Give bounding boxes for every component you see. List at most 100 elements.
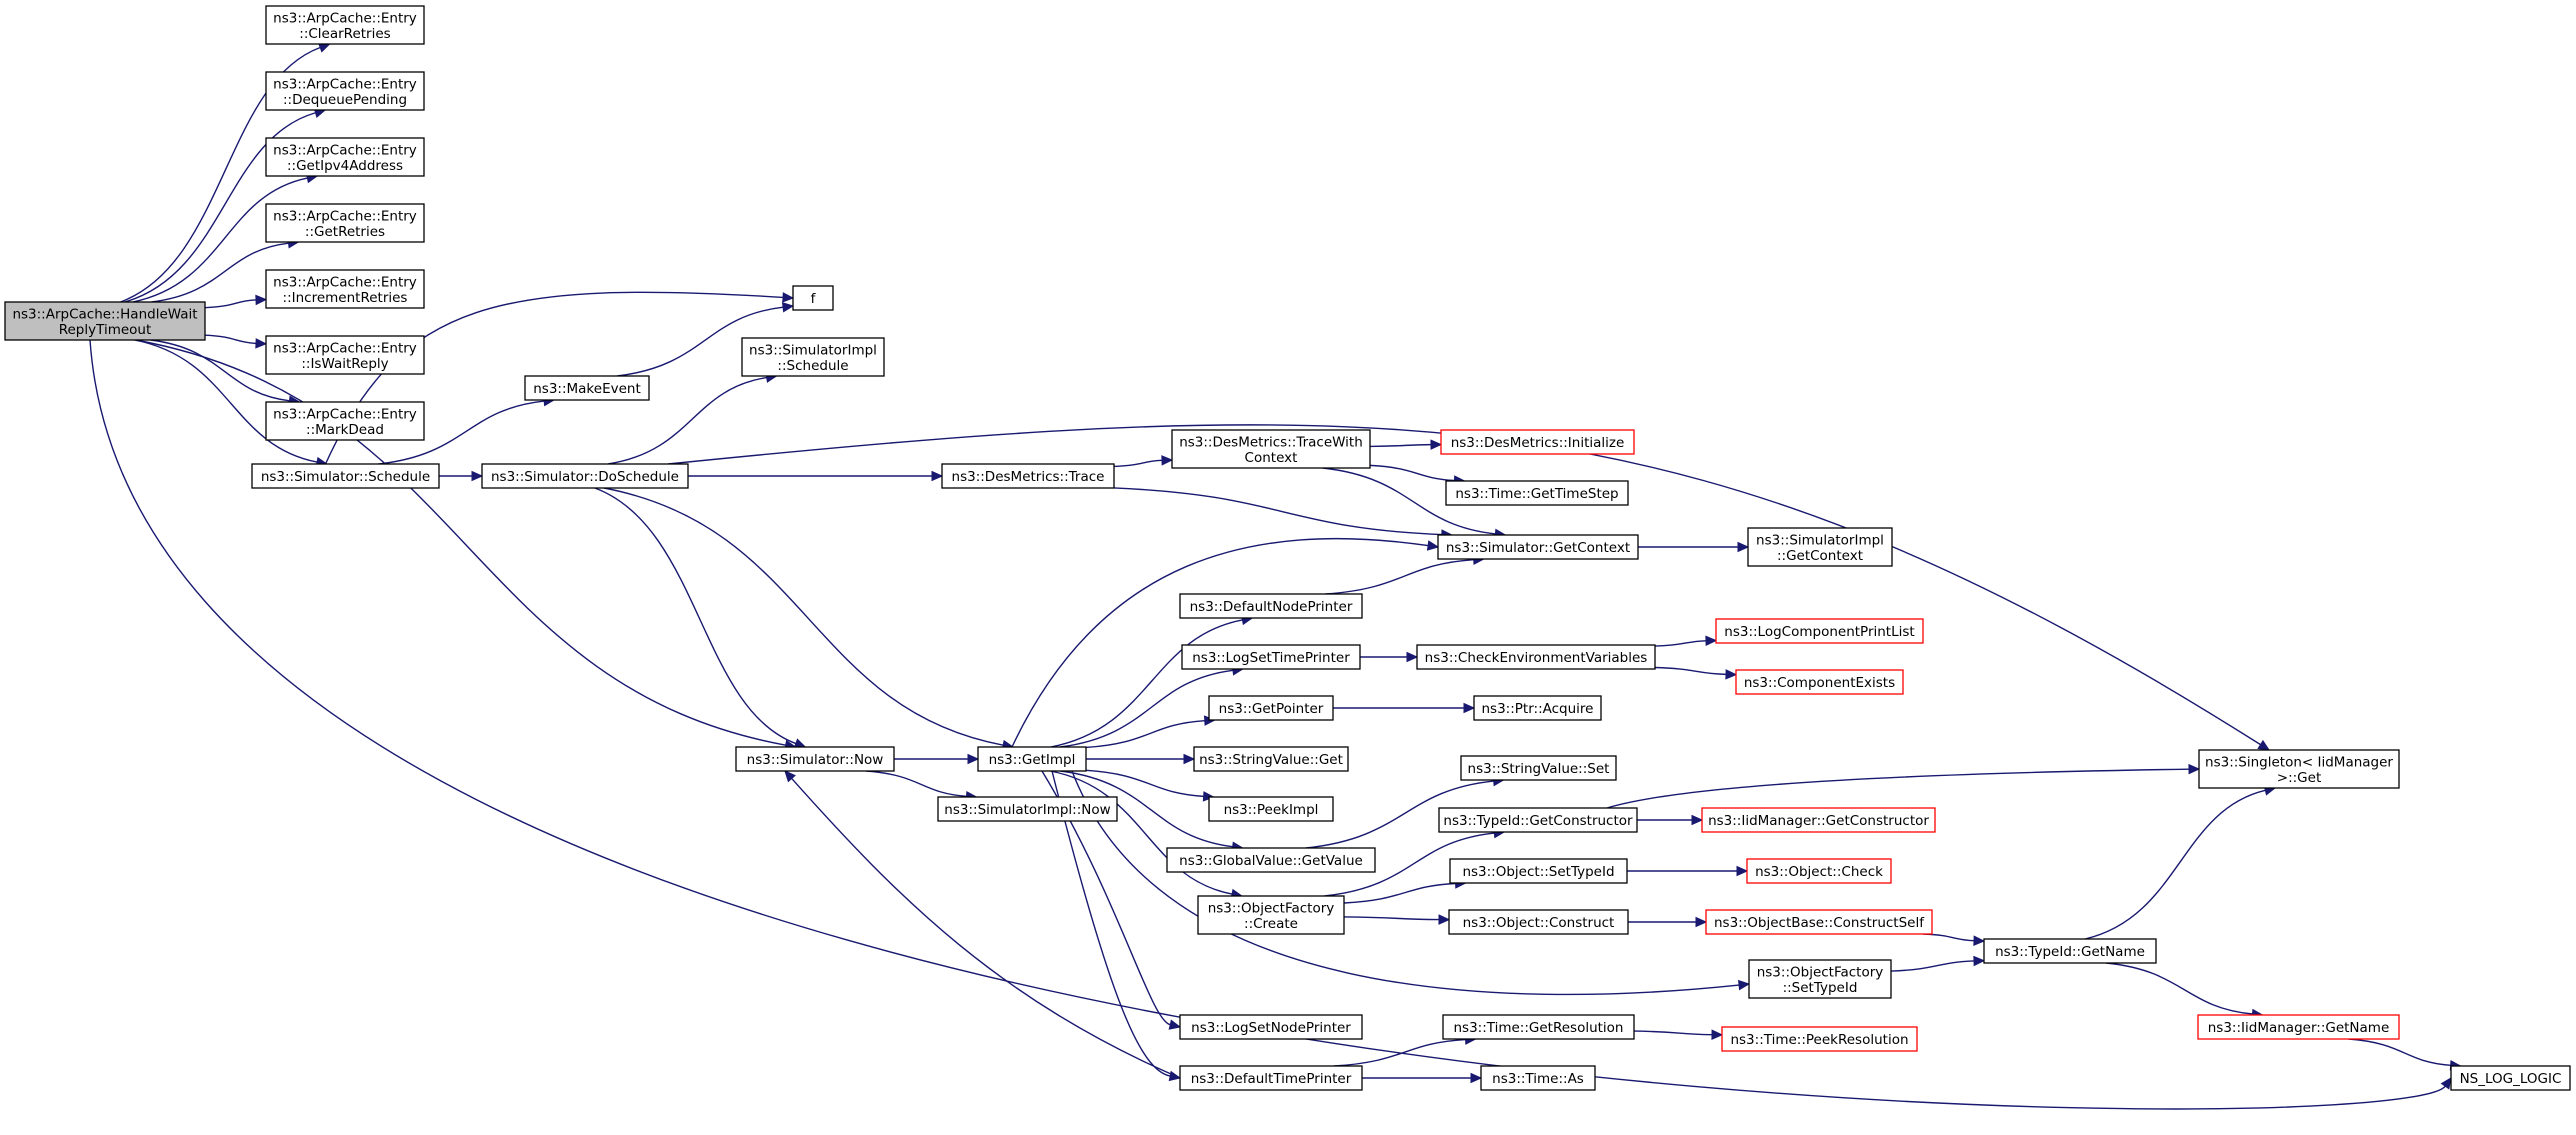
arrowhead [1183, 753, 1196, 765]
node-des_init[interactable]: ns3::DesMetrics::Initialize [1440, 429, 1635, 455]
node-box [1983, 938, 2157, 964]
node-sim_dosched[interactable]: ns3::Simulator::DoSchedule [481, 463, 689, 489]
edge-line [151, 242, 289, 303]
edge-line [1060, 669, 1234, 748]
edge-root-to-incr [204, 294, 268, 309]
edge-getimpl-to-strval_get [1086, 753, 1196, 765]
node-makeevent[interactable]: ns3::MakeEvent [524, 375, 650, 401]
node-box [1438, 807, 1638, 833]
node-checkenv[interactable]: ns3::CheckEnvironmentVariables [1416, 644, 1656, 670]
edge-line [1113, 459, 1163, 468]
arrowhead [1691, 814, 1704, 826]
node-box [1735, 669, 1904, 695]
node-logcomplist[interactable]: ns3::LogComponentPrintList [1715, 618, 1924, 644]
node-logsettime[interactable]: ns3::LogSetTimePrinter [1181, 644, 1361, 670]
node-sim_getctx[interactable]: ns3::Simulator::GetContext [1437, 534, 1639, 560]
arrowhead [1406, 651, 1419, 663]
edge-line [603, 487, 1004, 746]
edge-objbase_cs-to-typeid_getname [1922, 933, 1986, 946]
node-simimpl_getctx[interactable]: ns3::SimulatorImpl::GetContext [1747, 527, 1893, 567]
edge-line [378, 400, 545, 465]
node-label: ns3::MakeEvent [533, 381, 641, 397]
node-obj_check[interactable]: ns3::Object::Check [1746, 858, 1892, 884]
node-singleton[interactable]: ns3::Singleton< IidManager >::Get [2198, 749, 2400, 789]
edge-sim_dosched-to-singleton [667, 424, 2271, 751]
edge-line [1369, 443, 1432, 448]
node-box [265, 71, 425, 111]
edge-line [1890, 960, 1975, 972]
node-objbase_cs[interactable]: ns3::ObjectBase::ConstructSelf [1705, 909, 1933, 935]
arrowhead [931, 470, 944, 482]
node-time_getstep[interactable]: ns3::Time::GetTimeStep [1445, 480, 1629, 506]
node-defnodeprinter[interactable]: ns3::DefaultNodePrinter [1179, 593, 1363, 619]
node-label: >::Get [2277, 770, 2321, 786]
node-box [2450, 1065, 2571, 1091]
node-clear[interactable]: ns3::ArpCache::Entry::ClearRetries [265, 5, 425, 45]
arrowhead [1463, 702, 1476, 714]
node-box [265, 203, 425, 243]
node-typeid_getname[interactable]: ns3::TypeId::GetName [1983, 938, 2157, 964]
node-getimpl[interactable]: ns3::GetImpl [977, 746, 1087, 772]
node-simimpl_now[interactable]: ns3::SimulatorImpl::Now [937, 796, 1118, 822]
node-peekimpl[interactable]: ns3::PeekImpl [1208, 796, 1334, 822]
edge-deftimeprinter-to-time_getres [1333, 1034, 1477, 1067]
node-obj_settypeid[interactable]: ns3::Object::SetTypeId [1449, 858, 1628, 884]
node-markdead[interactable]: ns3::ArpCache::Entry::MarkDead [265, 401, 425, 441]
edge-root-to-sim_now [135, 339, 797, 751]
node-compexists[interactable]: ns3::ComponentExists [1735, 669, 1904, 695]
edge-des_trace-to-des_tracewith [1113, 455, 1174, 468]
node-f[interactable]: f [792, 285, 834, 311]
edge-sim_dosched-to-des_trace [687, 470, 944, 482]
node-deftimeprinter[interactable]: ns3::DefaultTimePrinter [1179, 1065, 1363, 1091]
node-label: ns3::Object::Construct [1463, 915, 1615, 931]
node-getipv4[interactable]: ns3::ArpCache::Entry::GetIpv4Address [265, 137, 425, 177]
node-time_as[interactable]: ns3::Time::As [1480, 1065, 1596, 1091]
node-getpointer[interactable]: ns3::GetPointer [1208, 695, 1334, 721]
edge-des_tracewith-to-des_init [1369, 439, 1443, 450]
edge-sim_now-to-simimpl_now [865, 770, 978, 802]
node-label: ns3::ObjectFactory [1757, 964, 1884, 980]
node-box [1460, 755, 1617, 781]
edge-line [1051, 770, 1171, 1077]
node-typeid_getctor[interactable]: ns3::TypeId::GetConstructor [1438, 807, 1638, 833]
node-box [1705, 909, 1933, 935]
node-simimpl_sched[interactable]: ns3::SimulatorImpl::Schedule [741, 337, 885, 377]
node-strval_get[interactable]: ns3::StringValue::Get [1193, 746, 1349, 772]
arrowhead [471, 470, 484, 482]
edge-deftimeprinter-to-time_as [1361, 1072, 1483, 1084]
node-lognodeprinter[interactable]: ns3::LogSetNodePrinter [1179, 1014, 1363, 1040]
arrowhead [782, 292, 795, 303]
node-iswait[interactable]: ns3::ArpCache::Entry::IsWaitReply [265, 335, 425, 375]
node-time_getres[interactable]: ns3::Time::GetResolution [1442, 1014, 1635, 1040]
node-sim_now[interactable]: ns3::Simulator::Now [735, 746, 895, 772]
node-ptr_acquire[interactable]: ns3::Ptr::Acquire [1473, 695, 1602, 721]
arrowhead [1430, 439, 1443, 450]
edge-line [1606, 768, 2190, 809]
node-box [1448, 909, 1629, 935]
arrowhead [2188, 763, 2201, 775]
node-getretries[interactable]: ns3::ArpCache::Entry::GetRetries [265, 203, 425, 243]
node-incr[interactable]: ns3::ArpCache::Entry::IncrementRetries [265, 269, 425, 309]
edge-line [1113, 487, 1442, 536]
node-des_trace[interactable]: ns3::DesMetrics::Trace [941, 463, 1115, 489]
edge-root-to-iswait [204, 334, 268, 349]
node-objfac_create[interactable]: ns3::ObjectFactory::Create [1197, 895, 1345, 935]
node-iid_getname[interactable]: ns3::IidManager::GetName [2197, 1014, 2400, 1040]
node-time_peekres[interactable]: ns3::Time::PeekResolution [1721, 1026, 1918, 1052]
node-sim_sched[interactable]: ns3::Simulator::Schedule [251, 463, 440, 489]
node-deq[interactable]: ns3::ArpCache::Entry::DequeuePending [265, 71, 425, 111]
edge-line [1633, 1030, 1713, 1036]
node-strval_set[interactable]: ns3::StringValue::Set [1460, 755, 1617, 781]
node-nslog[interactable]: NS_LOG_LOGIC [2450, 1065, 2571, 1091]
edge-typeid_getctor-to-iid_getctor [1637, 814, 1704, 826]
node-obj_construct[interactable]: ns3::Object::Construct [1448, 909, 1629, 935]
node-label: ns3::ArpCache::Entry [273, 10, 417, 26]
edge-line [1922, 933, 1975, 942]
node-gv_getvalue[interactable]: ns3::GlobalValue::GetValue [1166, 847, 1376, 873]
node-box [1179, 1065, 1363, 1091]
node-objfac_settypeid[interactable]: ns3::ObjectFactory::SetTypeId [1748, 959, 1892, 999]
node-label: ::GetRetries [305, 224, 385, 240]
node-iid_getctor[interactable]: ns3::IidManager::GetConstructor [1701, 807, 1936, 833]
